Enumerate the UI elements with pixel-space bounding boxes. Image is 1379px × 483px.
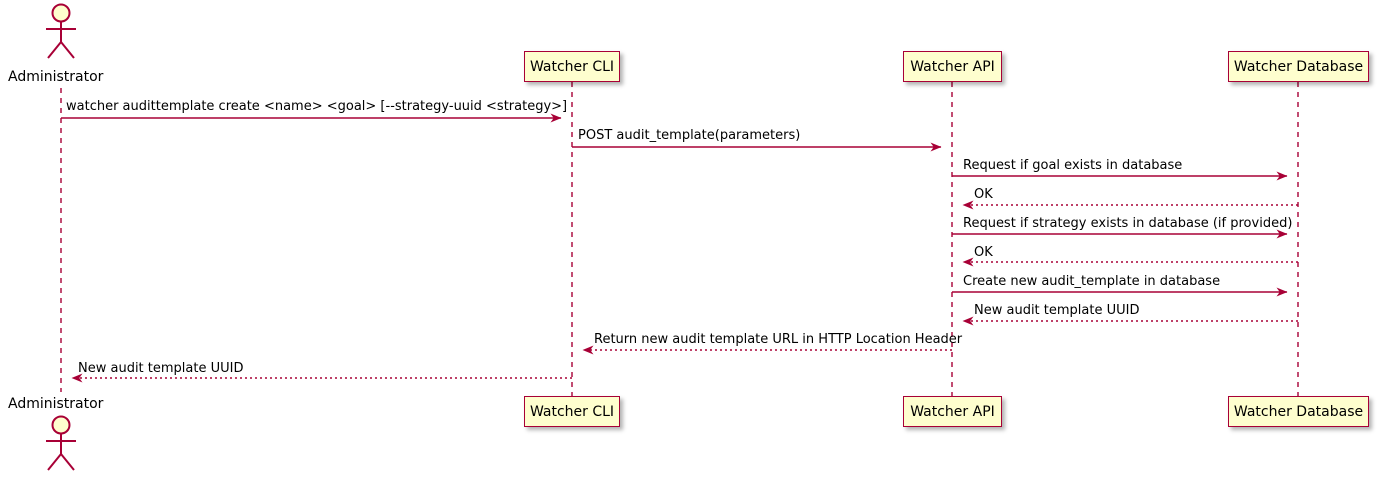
participant-box-watcher-database-top[interactable]: Watcher Database	[1228, 51, 1369, 82]
participant-box-watcher-cli-bottom[interactable]: Watcher CLI	[524, 396, 620, 427]
message-label-2: POST audit_template(parameters)	[578, 128, 801, 143]
message-label-3: Request if goal exists in database	[963, 158, 1183, 173]
participant-box-watcher-api-top[interactable]: Watcher API	[903, 51, 1002, 82]
message-label-6: OK	[974, 245, 993, 260]
participant-box-watcher-cli-top[interactable]: Watcher CLI	[524, 51, 620, 82]
actor-administrator-top-figure	[46, 3, 76, 59]
actor-label-administrator-bottom: Administrator	[8, 396, 104, 412]
message-label-8: New audit template UUID	[974, 303, 1140, 318]
message-label-1: watcher audittemplate create <name> <goa…	[66, 99, 568, 114]
message-arrows	[61, 113, 1298, 383]
actor-administrator-bottom-figure	[46, 415, 76, 471]
lifelines	[60, 82, 1299, 396]
message-label-7: Create new audit_template in database	[963, 274, 1221, 289]
message-label-10: New audit template UUID	[78, 361, 244, 376]
message-label-5: Request if strategy exists in database (…	[963, 216, 1293, 231]
actor-label-administrator-top: Administrator	[8, 69, 104, 85]
message-label-9: Return new audit template URL in HTTP Lo…	[594, 332, 963, 347]
participant-box-watcher-api-bottom[interactable]: Watcher API	[903, 396, 1002, 427]
participant-box-watcher-database-bottom[interactable]: Watcher Database	[1228, 396, 1369, 427]
message-label-4: OK	[974, 187, 993, 202]
